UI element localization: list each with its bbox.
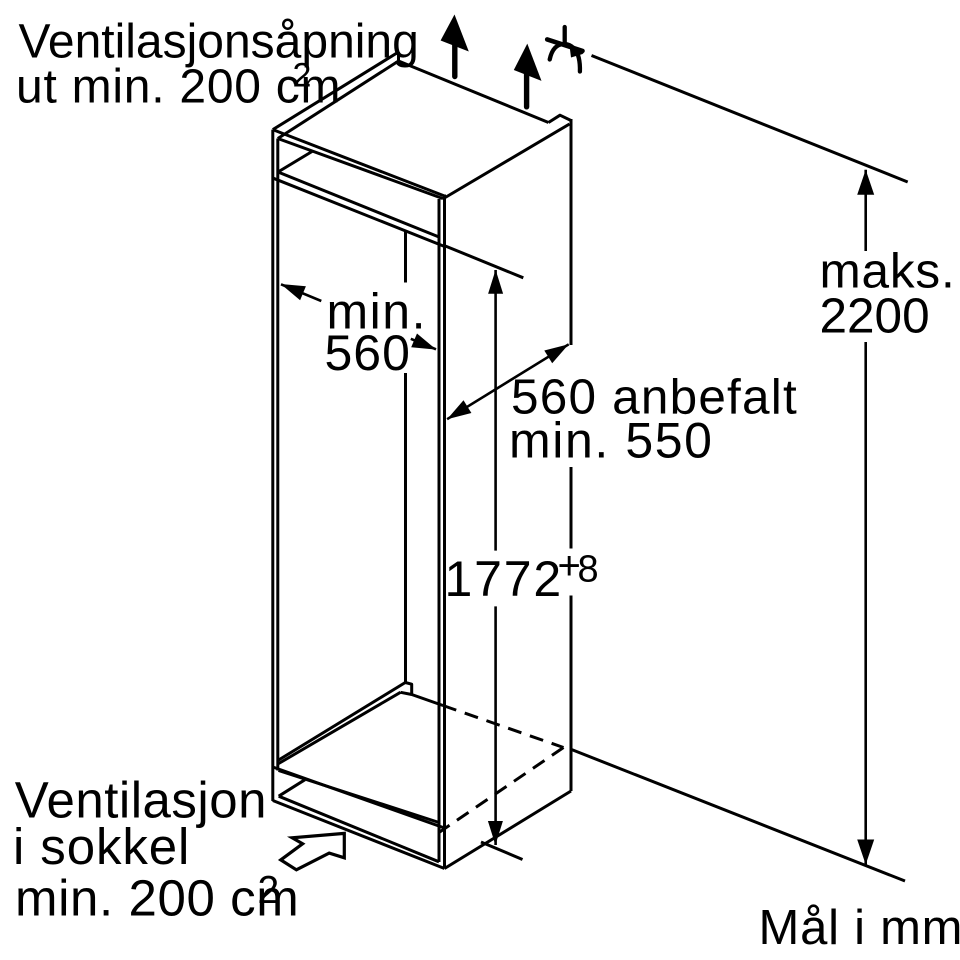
svg-text:min. 200 cm: min. 200 cm xyxy=(15,870,299,927)
svg-text:560 anbefalt: 560 anbefalt xyxy=(511,370,798,425)
svg-text:1772: 1772 xyxy=(445,551,563,607)
svg-text:maks.: maks. xyxy=(820,244,956,299)
svg-text:ut min. 200 cm: ut min. 200 cm xyxy=(16,61,341,114)
svg-text:Ventilasjonsåpning: Ventilasjonsåpning xyxy=(19,16,419,69)
svg-text:min.: min. xyxy=(327,284,427,340)
svg-text:min. 550: min. 550 xyxy=(509,412,714,468)
svg-text:Mål i mm: Mål i mm xyxy=(759,901,960,955)
svg-text:2200: 2200 xyxy=(820,289,930,344)
svg-text:Ventilasjon: Ventilasjon xyxy=(15,772,267,829)
svg-text:2: 2 xyxy=(293,57,312,95)
svg-text:2: 2 xyxy=(258,869,280,912)
svg-text:+: + xyxy=(558,544,581,588)
svg-text:560: 560 xyxy=(325,325,411,381)
svg-text:8: 8 xyxy=(578,548,599,590)
svg-text:i sokkel: i sokkel xyxy=(13,818,190,875)
